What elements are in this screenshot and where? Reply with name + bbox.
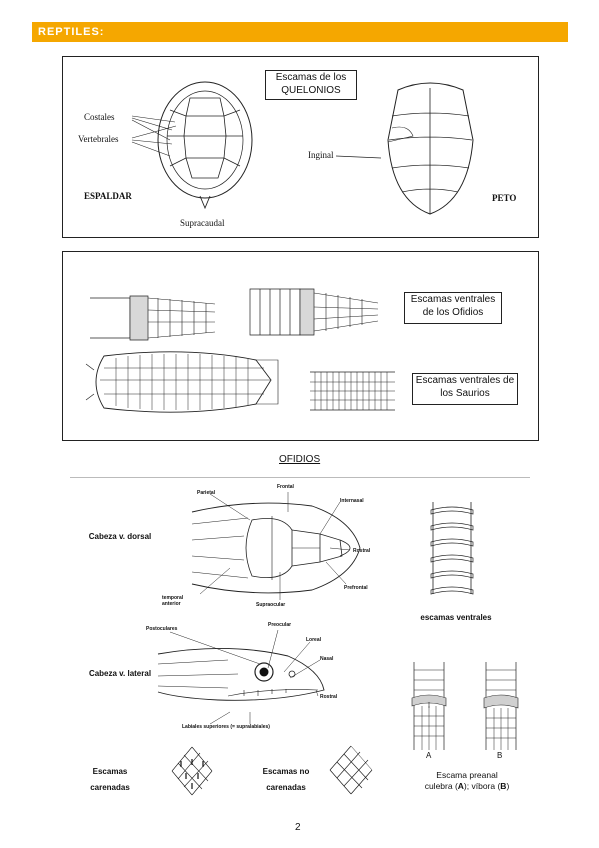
label-vertebrales: Vertebrales [78,134,119,144]
label-peto: PETO [492,193,517,203]
header-title: REPTILES: [38,26,105,38]
label-inginal: Inginal [308,150,334,160]
label-prefrontal: Prefrontal [344,585,368,591]
label-temporal-anterior: temporal anterior [162,595,184,607]
dorsal-leader-lines [199,492,351,600]
label-escamas-no-carenadas: Escamas no carenadas [262,767,310,792]
preanal-caption-line2: culebra (A); víbora (B) [424,781,510,791]
label-internasal: Internasal [340,498,364,504]
ofidio-ventral-1 [90,295,216,341]
label-parietal: Parietal [197,490,216,496]
label-supraocular: Supraocular [256,602,286,608]
header-bar [32,22,568,42]
label-loreal: Loreal [306,637,322,643]
lateral-leader-lines [169,629,321,725]
label-frontal: Frontal [277,484,294,490]
label-a: A [426,751,432,760]
head-lateral-illustration [157,648,325,701]
saurios-ventral-box: Escamas ventrales de los Saurios [412,373,518,405]
label-costales: Costales [84,112,115,122]
label-supracaudal: Supracaudal [180,218,225,228]
label-rostral-lateral: Rostral [320,694,338,700]
escamas-ventrales-illustration [430,502,474,595]
preanal-culebra-illustration [411,662,447,750]
label-rostral-dorsal: Rostral [353,548,371,554]
ventral-panel [62,251,539,441]
label-postoculares: Postoculares [146,626,178,632]
ofidios-ventral-box: Escamas ventrales de los Ofidios [404,292,502,324]
carenadas-illustration [171,746,213,796]
label-labiales: Labiales superiores (= supralabiales) [182,724,270,730]
label-escamas-ventrales: escamas ventrales [420,613,492,622]
inginal-leader-line [335,155,382,159]
label-nasal: Nasal [320,656,334,662]
page-number: 2 [295,822,301,833]
quelonios-title-box: Escamas de los QUELONIOS [265,70,357,100]
ofidio-ventral-2 [249,288,379,336]
costales-leader-lines [131,115,177,157]
saurio-ventral-1 [85,351,279,413]
no-carenadas-illustration [329,745,373,795]
head-dorsal-illustration [191,502,361,594]
peto-illustration [387,82,474,215]
preanal-vibora-illustration [483,662,519,750]
preanal-caption-line1: Escama preanal [436,770,498,780]
saurio-ventral-2 [310,371,395,411]
label-espaldar: ESPALDAR [84,191,132,201]
label-escamas-carenadas: Escamas carenadas [90,767,130,792]
preanal-caption: Escama preanal culebra (A); víbora (B) [402,770,532,792]
espaldar-illustration [157,81,253,210]
label-b: B [497,751,503,760]
label-preocular: Preocular [268,622,292,628]
ofidios-section-title: OFIDIOS [279,454,321,465]
label-cabeza-dorsal: Cabeza v. dorsal [88,532,152,541]
ofidios-divider [70,477,530,478]
label-cabeza-lateral: Cabeza v. lateral [88,669,152,678]
